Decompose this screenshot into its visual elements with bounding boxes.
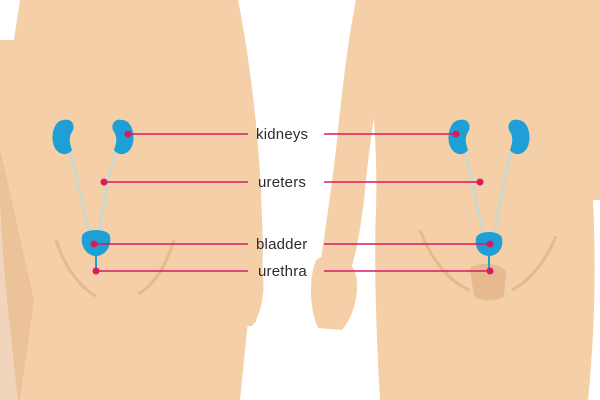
kidneys-dot-right [452,130,460,138]
female-left-arm [0,40,14,150]
male-kidney-left [448,119,470,155]
female-kidney-right [112,119,134,155]
bladder-dot-right [486,240,494,248]
kidneys-dot-left [124,130,132,138]
urethra-dot-right [486,267,494,275]
male-genital-shade [470,263,506,301]
female-hip-shade [0,150,34,400]
female-figure [0,0,264,400]
ureters-dot-left [100,178,108,186]
male-right-arm-edge [574,0,600,200]
female-kidney-left [52,119,74,155]
ureters-label: ureters [258,174,307,191]
male-figure [310,0,600,400]
female-right-arm [200,0,263,324]
ureters-dot-right [476,178,484,186]
male-crease-right [511,235,558,292]
bladder-label: bladder [256,236,308,253]
female-crease-left [54,239,97,298]
female-right-hand [214,253,264,328]
female-torso [0,0,250,400]
pointer-lines [94,133,490,272]
pointer-dots [90,130,494,275]
female-crease-right [137,239,176,296]
male-left-hand [310,255,358,330]
urethra-label: urethra [258,263,307,280]
bladder-dot-left [90,240,98,248]
kidneys-label: kidneys [256,126,309,143]
male-kidney-right [508,119,530,155]
urethra-dot-left [92,267,100,275]
male-left-arm [316,0,390,300]
male-urinary-organs [448,119,530,274]
female-urinary-organs [52,119,134,272]
male-crease-left [418,229,471,292]
male-torso [362,0,595,400]
